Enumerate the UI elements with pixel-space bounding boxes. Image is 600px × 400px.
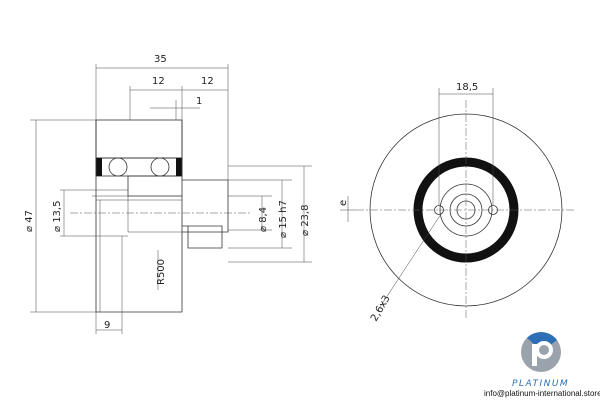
- holes-leader: [377, 213, 442, 311]
- brand-name: PLATINUM: [512, 379, 569, 389]
- dim-e: e: [338, 200, 349, 206]
- dim-dia-15h7: ⌀ 15 h7: [278, 200, 289, 238]
- platinum-logo: [521, 332, 561, 372]
- ball-right: [150, 157, 170, 177]
- inner-ring-section: [127, 175, 183, 197]
- dim-dia-47: ⌀ 47: [24, 210, 35, 232]
- dim-12-left: 12: [152, 76, 165, 87]
- logo-blue-swoosh: [527, 332, 557, 346]
- dim-r500: R500: [156, 259, 167, 285]
- dim-9: 9: [104, 320, 110, 331]
- front-view: 18,5 e 2,6x3: [338, 82, 576, 324]
- brand-url[interactable]: info@platinum-international.store: [484, 389, 600, 398]
- dim-18-5: 18,5: [456, 82, 478, 93]
- dim-12-right: 12: [201, 76, 214, 87]
- ball-left: [108, 157, 128, 177]
- stud-shaft: [182, 179, 229, 233]
- wheel-body-outline: [95, 120, 183, 313]
- dim-35: 35: [154, 54, 167, 65]
- side-view: 35 12 12 1 ⌀ 47 ⌀ 13,5 9 R500 ⌀ 8,4: [24, 54, 312, 334]
- seal-left: [96, 158, 102, 176]
- dim-holes: 2,6x3: [369, 294, 393, 324]
- dim-dia-8-4: ⌀ 8,4: [258, 207, 269, 232]
- stud-end: [182, 225, 223, 249]
- dim-dia-23-8: ⌀ 23,8: [300, 205, 311, 236]
- outer-ring-section: [95, 119, 183, 159]
- dim-1: 1: [196, 96, 202, 107]
- seal-right: [176, 158, 182, 176]
- dim-dia-13-5: ⌀ 13,5: [52, 201, 63, 232]
